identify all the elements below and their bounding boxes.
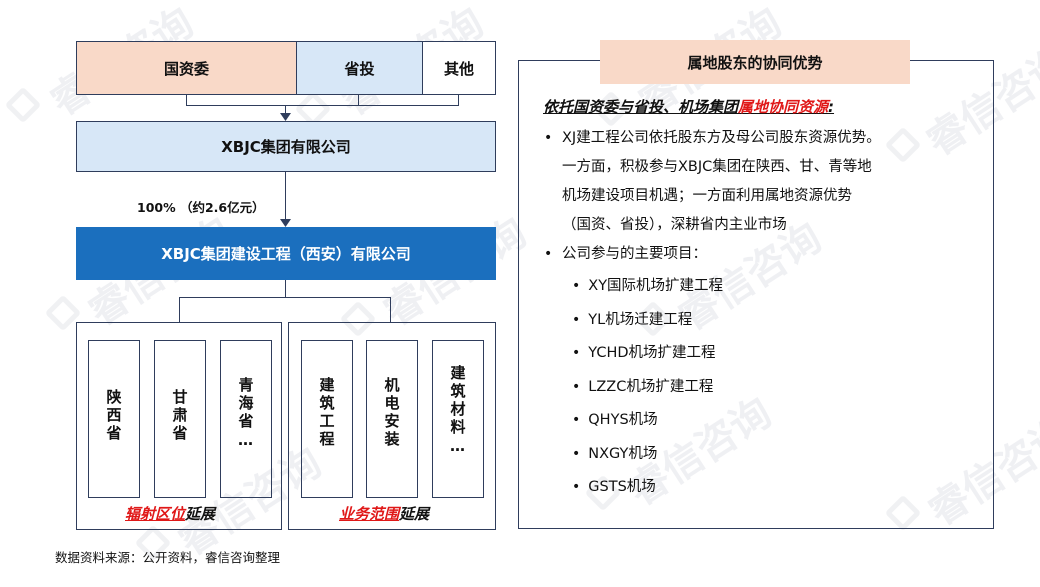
bullet-line: XJ建工程公司依托股东方及母公司股东资源优势。 — [562, 130, 881, 146]
business-group — [288, 322, 496, 530]
ownership-label: 100% （约2.6亿元） — [137, 200, 265, 215]
business-extension-label: 业务范围延展 — [339, 505, 430, 523]
bullet-line: 机场建设项目机遇；一方面利用属地资源优势 — [562, 188, 852, 204]
arrow-down-icon — [280, 219, 291, 227]
group-company-box: XBJC集团有限公司 — [76, 121, 496, 172]
shareholder-row: 国资委 省投 其他 — [76, 41, 496, 95]
region-shaanxi: 陕西省 — [88, 340, 140, 498]
shareholder-sasac: 国资委 — [77, 42, 297, 94]
bullet-line: 一方面，积极参与XBJC集团在陕西、甘、青等地 — [562, 159, 872, 175]
connector-line — [179, 297, 391, 298]
list-item: •XY国际机场扩建工程 — [572, 278, 724, 294]
region-gansu: 甘肃省 — [154, 340, 206, 498]
connector-line — [390, 297, 391, 322]
source-note: 数据资料来源：公开资料，睿信咨询整理 — [55, 550, 281, 565]
business-electromechanical: 机电安装 — [366, 340, 418, 498]
region-group — [76, 322, 282, 530]
panel-title: 属地股东的协同优势 — [600, 40, 910, 84]
region-extension-label: 辐射区位延展 — [125, 505, 216, 523]
list-item: •QHYS机场 — [572, 412, 658, 428]
connector-line — [186, 95, 187, 106]
connector-line — [285, 280, 286, 298]
bullet-dot-icon: • — [544, 130, 553, 146]
bullet-line: 公司参与的主要项目： — [562, 246, 707, 262]
business-materials: 建筑材料… — [432, 340, 484, 498]
business-construction: 建筑工程 — [301, 340, 353, 498]
bullet-1: • XJ建工程公司依托股东方及母公司股东资源优势。 一方面，积极参与XBJC集团… — [544, 124, 984, 240]
list-item: •LZZC机场扩建工程 — [572, 378, 714, 395]
list-item: •GSTS机场 — [572, 479, 656, 495]
watermark-logo-icon — [4, 86, 42, 124]
list-item: •NXGY机场 — [572, 445, 658, 462]
shareholder-provincial-investment: 省投 — [297, 42, 423, 94]
panel-subhead: 依托国资委与省投、机场集团属地协同资源: — [543, 98, 835, 116]
project-list: •XY国际机场扩建工程 •YL机场迁建工程 •YCHD机场扩建工程 •LZZC机… — [572, 274, 972, 509]
connector-line — [285, 172, 286, 220]
list-item: •YL机场迁建工程 — [572, 311, 693, 328]
arrow-down-icon — [280, 113, 291, 121]
bullet-dot-icon: • — [544, 246, 553, 262]
connector-line — [458, 95, 459, 106]
bullet-2: • 公司参与的主要项目： — [544, 240, 984, 269]
connector-line — [179, 297, 180, 322]
shareholder-other: 其他 — [423, 42, 495, 94]
region-qinghai: 青海省… — [220, 340, 272, 498]
subsidiary-box: XBJC集团建设工程（西安）有限公司 — [76, 227, 496, 280]
connector-line — [358, 95, 359, 106]
connector-line — [285, 105, 286, 115]
list-item: •YCHD机场扩建工程 — [572, 345, 716, 361]
connector-line — [186, 105, 459, 106]
bullet-line: （国资、省投），深耕省内主业市场 — [562, 217, 787, 233]
